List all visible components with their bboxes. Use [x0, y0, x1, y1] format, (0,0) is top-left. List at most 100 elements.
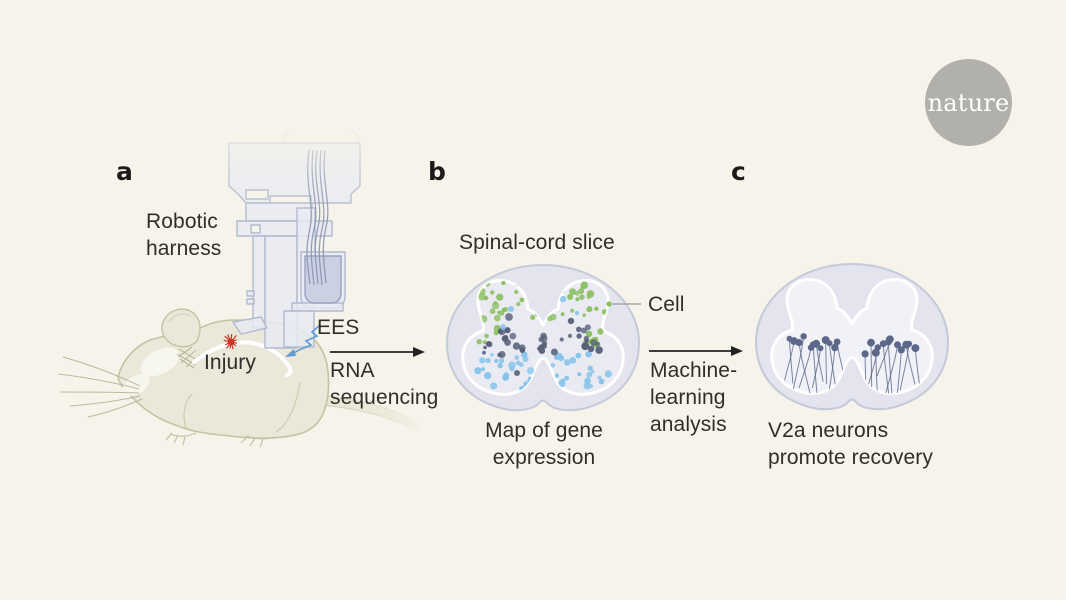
cell-dot	[597, 375, 602, 380]
panel-c-letter: c	[731, 157, 746, 186]
cell-dot	[490, 290, 495, 295]
neuron-soma	[894, 341, 901, 349]
cell-dot	[567, 317, 575, 325]
cell-dot	[586, 371, 593, 378]
nature-logo: nature	[925, 59, 1012, 146]
harness-notch	[246, 298, 255, 305]
cell-dot	[512, 342, 521, 350]
harness-bracket-foot	[232, 316, 268, 335]
cell-dot	[595, 341, 601, 347]
cell-dot	[485, 357, 491, 364]
cell-dot	[478, 292, 486, 301]
cell-dot	[587, 345, 595, 352]
harness-top-plate	[228, 142, 361, 204]
injury-core	[227, 338, 235, 346]
mouse-ear	[161, 308, 201, 348]
cell-dot	[499, 310, 505, 316]
cell-dot	[586, 306, 593, 313]
cell-dot	[567, 294, 574, 300]
harness-pouch	[304, 255, 342, 304]
cell-dot	[575, 297, 580, 302]
cell-dot	[509, 332, 517, 340]
cell-dot	[581, 342, 590, 351]
cell-dot	[514, 290, 519, 294]
cell-dot	[514, 370, 520, 376]
cell-dot	[597, 328, 604, 335]
cell-dot	[503, 335, 509, 340]
harness-notch	[246, 290, 255, 297]
cell-dot	[580, 286, 585, 290]
cell-dot	[530, 314, 536, 320]
harness-lower-column	[283, 310, 315, 348]
spinal-slice-b	[445, 263, 641, 412]
cell-dot	[583, 382, 591, 390]
cell-dot	[502, 374, 509, 381]
cell-dot	[481, 367, 486, 372]
cell-dot	[522, 356, 529, 363]
cell-dot	[580, 327, 587, 334]
cell-dot	[483, 345, 487, 350]
mouse-muzzle-patch	[122, 374, 150, 396]
neuron-soma	[886, 335, 894, 344]
neuron-soma	[861, 350, 869, 358]
cell-dot	[574, 310, 580, 316]
spinal-slice-c	[754, 262, 950, 411]
cell-dot	[589, 384, 593, 389]
cell-dot	[569, 288, 577, 296]
neuron-axon	[798, 342, 812, 394]
cell-dot	[494, 358, 499, 364]
cell-dot	[583, 335, 590, 342]
neuron-soma	[831, 343, 839, 352]
cell-dot	[595, 346, 603, 354]
cell-dot	[576, 333, 582, 339]
cell-dot	[582, 313, 586, 317]
harness-plate-hole	[245, 189, 269, 200]
panel-a-letter: a	[116, 157, 133, 186]
cell-dot	[559, 295, 567, 303]
neuron-soma	[800, 333, 807, 340]
harness-left-bar	[252, 235, 266, 329]
cell-dot	[508, 361, 516, 369]
cell-dot	[485, 341, 492, 347]
cell-dot	[585, 350, 592, 358]
cell-dot	[484, 333, 489, 339]
cell-dot	[501, 280, 506, 286]
cell-dot	[496, 293, 504, 301]
harness-arm-hole	[250, 224, 261, 234]
cell-dot	[527, 367, 535, 375]
neuron-soma	[867, 338, 875, 347]
cell-dot	[519, 347, 526, 353]
neuron-axon	[895, 349, 902, 394]
cell-dot	[497, 328, 504, 335]
cell-dot	[560, 312, 565, 316]
injury-marker	[223, 333, 238, 350]
spinal-cord-line	[192, 340, 293, 377]
harness-plate-arch	[282, 120, 360, 144]
rna-sequencing-label: RNA sequencing	[330, 359, 439, 409]
neuron-axon	[914, 348, 922, 394]
cell-dot	[479, 357, 486, 364]
cell-dot	[579, 294, 585, 300]
arrow-b-to-c	[649, 346, 743, 356]
cell-dot	[563, 359, 571, 366]
neuron-axon	[788, 338, 794, 384]
injury-spike	[232, 335, 237, 341]
mouse-ear-inner-line	[168, 313, 191, 323]
nature-logo-text: nature	[927, 88, 1010, 117]
cell-dot	[594, 306, 599, 311]
injury-label: Injury	[204, 351, 256, 374]
cell-dot	[587, 365, 593, 371]
mouse-tail	[320, 394, 422, 432]
cell-dot	[577, 372, 582, 377]
neuron-soma	[807, 344, 815, 351]
mouse-paws	[165, 432, 277, 448]
harness-ledge	[291, 302, 344, 312]
cell-dot	[569, 357, 577, 364]
mouse-face-patch	[140, 347, 180, 377]
cell-dot	[567, 333, 573, 338]
cell-dot	[497, 362, 503, 369]
cell-dot	[500, 324, 506, 330]
mouse-front-leg-line	[183, 393, 193, 429]
